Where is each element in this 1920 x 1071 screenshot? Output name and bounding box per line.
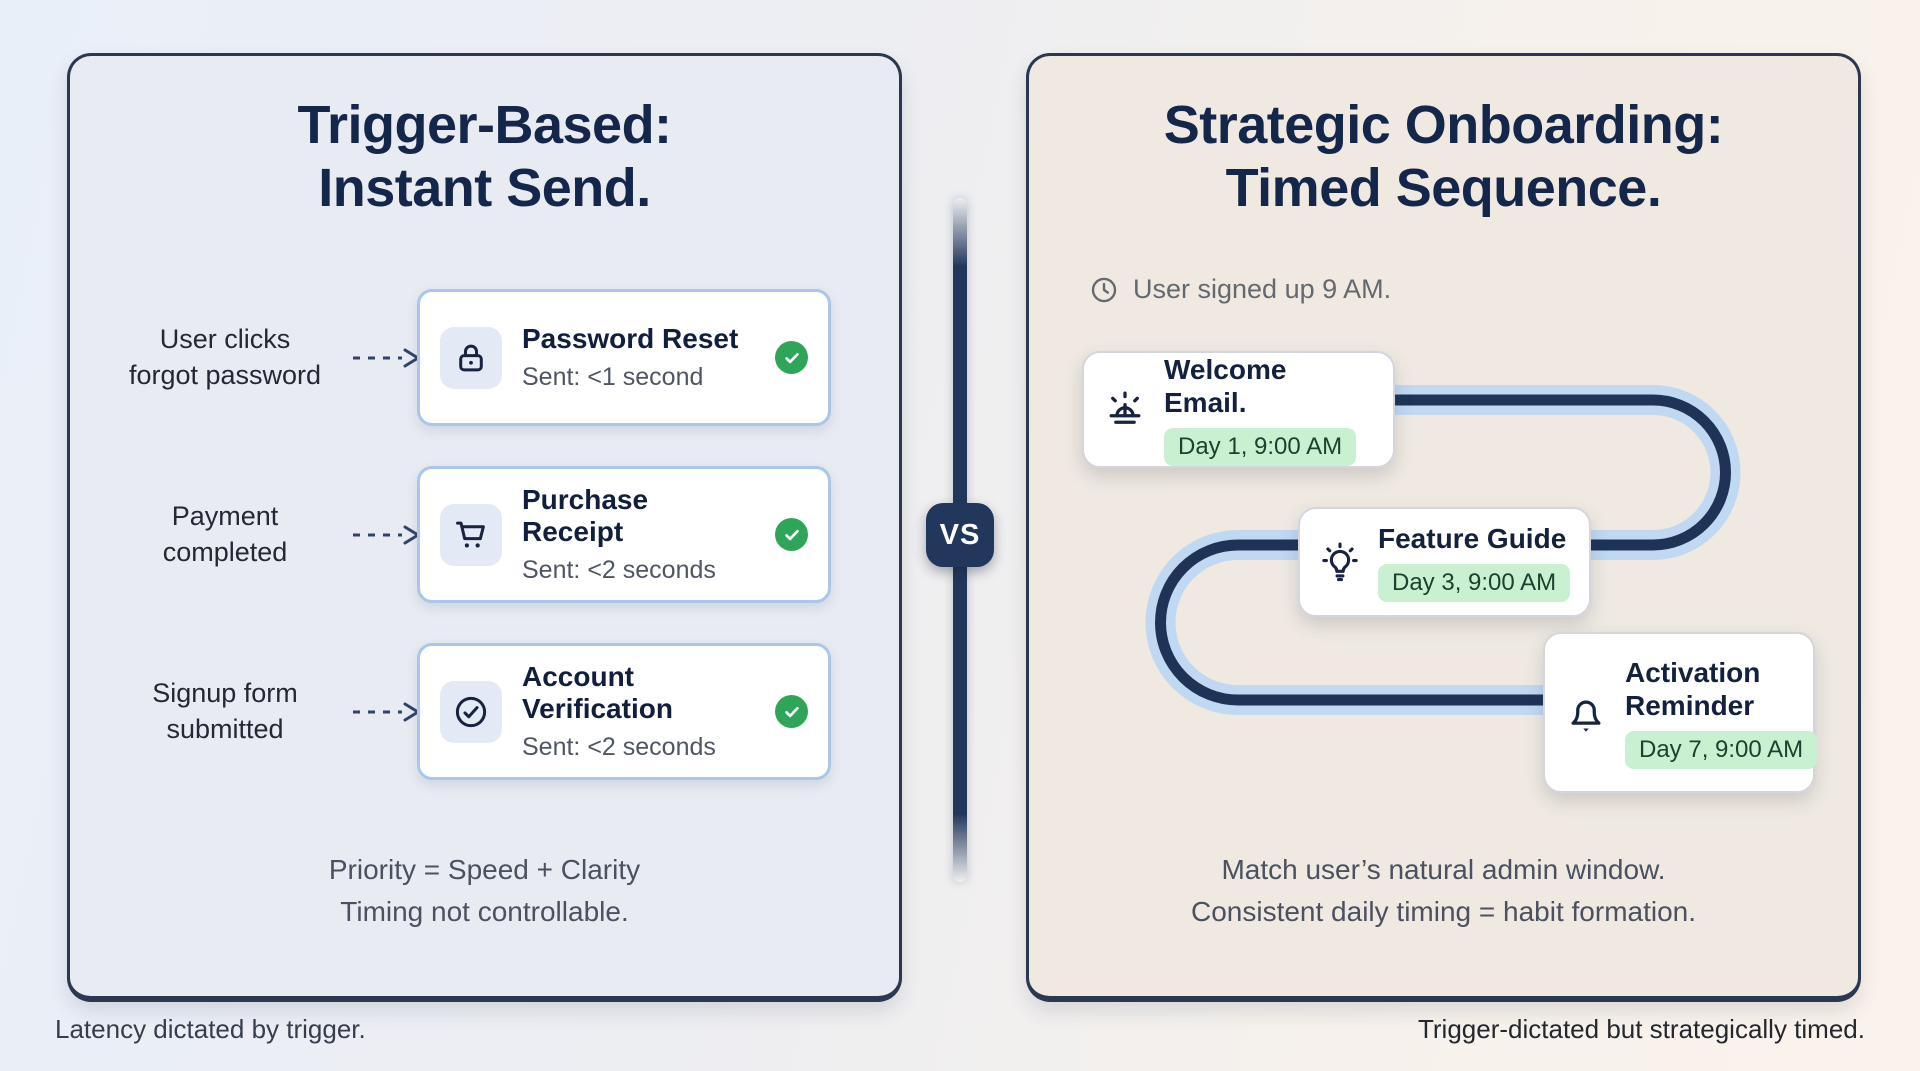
right-title-line1: Strategic Onboarding: bbox=[1163, 95, 1724, 155]
email-card-status: Sent: <2 seconds bbox=[522, 733, 716, 761]
step-title: Welcome Email. bbox=[1164, 353, 1287, 418]
email-card-account-verification: Account Verification Sent: <2 seconds bbox=[417, 643, 831, 780]
step-card-activation-reminder: Activation Reminder Day 7, 9:00 AM bbox=[1543, 632, 1818, 793]
email-card-password-reset: Password Reset Sent: <1 second bbox=[417, 289, 831, 426]
trigger-label: Payment completed bbox=[80, 466, 370, 603]
right-footer-caption: Trigger-dictated but strategically timed… bbox=[1417, 1014, 1865, 1044]
check-circle-icon bbox=[440, 680, 502, 743]
step-card-welcome-email: Welcome Email. Day 1, 9:00 AM bbox=[1082, 351, 1395, 468]
email-card-text: Password Reset Sent: <1 second bbox=[522, 323, 755, 392]
dashed-arrow-icon bbox=[352, 289, 422, 426]
sent-check-icon bbox=[775, 695, 808, 728]
trigger-label-line2: forgot password bbox=[128, 359, 322, 390]
trigger-row-purchase-receipt: Payment completed bbox=[70, 466, 899, 603]
left-title-line2: Instant Send. bbox=[318, 158, 651, 219]
left-panel-summary: Priority = Speed + Clarity Timing not co… bbox=[70, 849, 899, 933]
email-card-text: Purchase Receipt Sent: <2 seconds bbox=[522, 484, 755, 585]
email-card-status: Sent: <2 seconds bbox=[522, 556, 716, 584]
sunrise-icon bbox=[1102, 387, 1148, 433]
step-card-body: Activation Reminder Day 7, 9:00 AM bbox=[1625, 656, 1818, 770]
signup-note-text: User signed up 9 AM. bbox=[1133, 274, 1392, 304]
right-title-line2: Timed Sequence. bbox=[1225, 158, 1662, 219]
trigger-label-line2: submitted bbox=[166, 713, 284, 744]
left-summary-line1: Priority = Speed + Clarity bbox=[328, 854, 641, 885]
right-summary-line2: Consistent daily timing = habit formatio… bbox=[1190, 896, 1697, 927]
lock-icon bbox=[440, 326, 502, 389]
step-card-body: Welcome Email. Day 1, 9:00 AM bbox=[1164, 353, 1375, 467]
email-card-text: Account Verification Sent: <2 seconds bbox=[522, 661, 755, 762]
signup-note: User signed up 9 AM. bbox=[1089, 274, 1391, 305]
day-badge: Day 7, 9:00 AM bbox=[1625, 731, 1818, 770]
sequence-path bbox=[1145, 385, 1741, 715]
trigger-label-line1: Payment bbox=[171, 500, 279, 531]
right-panel-title: Strategic Onboarding: Timed Sequence. bbox=[1029, 94, 1858, 220]
email-card-title: Account Verification bbox=[522, 661, 673, 724]
email-card-title: Purchase Receipt bbox=[522, 484, 649, 547]
trigger-label-line1: Signup form bbox=[152, 677, 298, 708]
sent-check-icon bbox=[775, 518, 808, 551]
cart-icon bbox=[440, 503, 502, 566]
email-card-title: Password Reset bbox=[522, 323, 739, 354]
left-summary-line2: Timing not controllable. bbox=[340, 896, 629, 927]
dashed-arrow-icon bbox=[352, 643, 422, 780]
step-card-body: Feature Guide Day 3, 9:00 AM bbox=[1378, 522, 1571, 603]
right-summary-line1: Match user’s natural admin window. bbox=[1221, 854, 1666, 885]
email-card-status: Sent: <1 second bbox=[522, 363, 704, 391]
trigger-label: User clicks forgot password bbox=[80, 289, 370, 426]
trigger-label-line2: completed bbox=[162, 536, 288, 567]
day-badge: Day 3, 9:00 AM bbox=[1378, 564, 1571, 603]
trigger-row-account-verification: Signup form submitted Account Verificat bbox=[70, 643, 899, 780]
trigger-row-password-reset: User clicks forgot password bbox=[70, 289, 899, 426]
trigger-based-panel: Trigger-Based: Instant Send. User clicks… bbox=[67, 53, 902, 1002]
vs-badge: VS bbox=[926, 503, 994, 567]
step-title: Feature Guide bbox=[1378, 522, 1567, 554]
dashed-arrow-icon bbox=[352, 466, 422, 603]
left-panel-title: Trigger-Based: Instant Send. bbox=[70, 94, 899, 220]
trigger-label: Signup form submitted bbox=[80, 643, 370, 780]
trigger-label-line1: User clicks bbox=[159, 323, 291, 354]
email-card-purchase-receipt: Purchase Receipt Sent: <2 seconds bbox=[417, 466, 831, 603]
right-panel-summary: Match user’s natural admin window. Consi… bbox=[1029, 849, 1858, 933]
step-title: Activation Reminder bbox=[1625, 656, 1761, 721]
sent-check-icon bbox=[775, 341, 808, 374]
bell-icon bbox=[1563, 690, 1609, 736]
clock-icon bbox=[1089, 275, 1119, 305]
lightbulb-icon bbox=[1318, 540, 1362, 584]
left-title-line1: Trigger-Based: bbox=[297, 95, 672, 155]
day-badge: Day 1, 9:00 AM bbox=[1164, 428, 1357, 467]
step-card-feature-guide: Feature Guide Day 3, 9:00 AM bbox=[1298, 507, 1591, 617]
left-footer-caption: Latency dictated by trigger. bbox=[55, 1014, 366, 1044]
strategic-onboarding-panel: Strategic Onboarding: Timed Sequence. Us… bbox=[1026, 53, 1861, 1002]
